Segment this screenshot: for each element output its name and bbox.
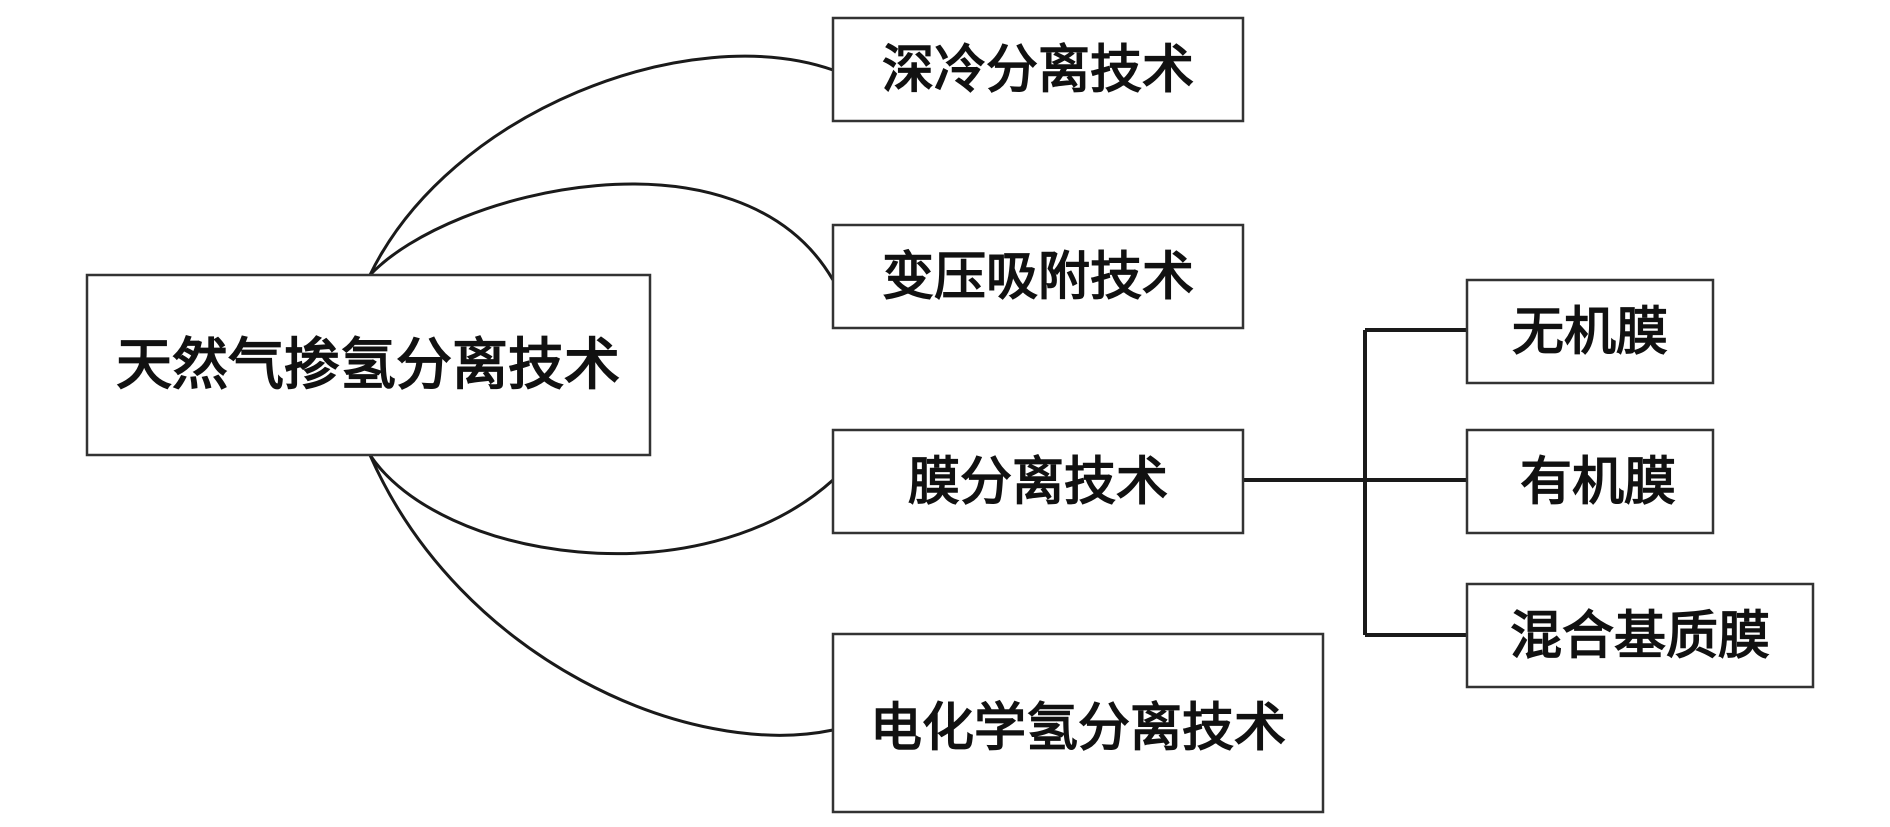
membrane-type-organic-label: 有机膜: [1520, 452, 1676, 513]
tech-node-membrane-label: 膜分离技术: [908, 452, 1168, 513]
connector-root-cryogenic: [368, 54, 834, 276]
membrane-type-mixed-matrix: 混合基质膜: [1465, 582, 1815, 689]
tech-node-membrane: 膜分离技术: [831, 428, 1245, 535]
membrane-type-inorganic-label: 无机膜: [1512, 302, 1668, 363]
tech-node-cryogenic: 深冷分离技术: [831, 16, 1245, 123]
root-node-label: 天然气掺氢分离技术: [116, 332, 620, 398]
tech-node-electrochemical: 电化学氢分离技术: [831, 632, 1325, 814]
tech-node-psa: 变压吸附技术: [831, 223, 1245, 330]
membrane-type-inorganic-frame: [1465, 278, 1715, 385]
tech-node-cryogenic-frame: [831, 16, 1245, 123]
connector-membrane-branch: [1243, 328, 1467, 637]
tech-node-psa-label: 变压吸附技术: [882, 247, 1194, 308]
membrane-type-organic-frame: [1465, 428, 1715, 535]
connector-root-membrane: [368, 454, 835, 556]
tech-node-electrochemical-label: 电化学氢分离技术: [870, 698, 1286, 759]
root-node-frame: [85, 273, 652, 457]
membrane-type-mixed-matrix-label: 混合基质膜: [1510, 606, 1770, 667]
root-node: 天然气掺氢分离技术: [85, 273, 652, 457]
tech-node-membrane-frame: [831, 428, 1245, 535]
tech-node-psa-frame: [831, 223, 1245, 330]
tech-node-cryogenic-label: 深冷分离技术: [882, 40, 1194, 101]
membrane-type-inorganic: 无机膜: [1465, 278, 1715, 385]
tech-node-electrochemical-frame: [831, 632, 1325, 814]
connector-root-electrochemical: [368, 454, 834, 737]
membrane-type-organic: 有机膜: [1465, 428, 1715, 535]
membrane-type-mixed-matrix-frame: [1465, 582, 1815, 689]
connector-root-psa: [368, 182, 835, 281]
